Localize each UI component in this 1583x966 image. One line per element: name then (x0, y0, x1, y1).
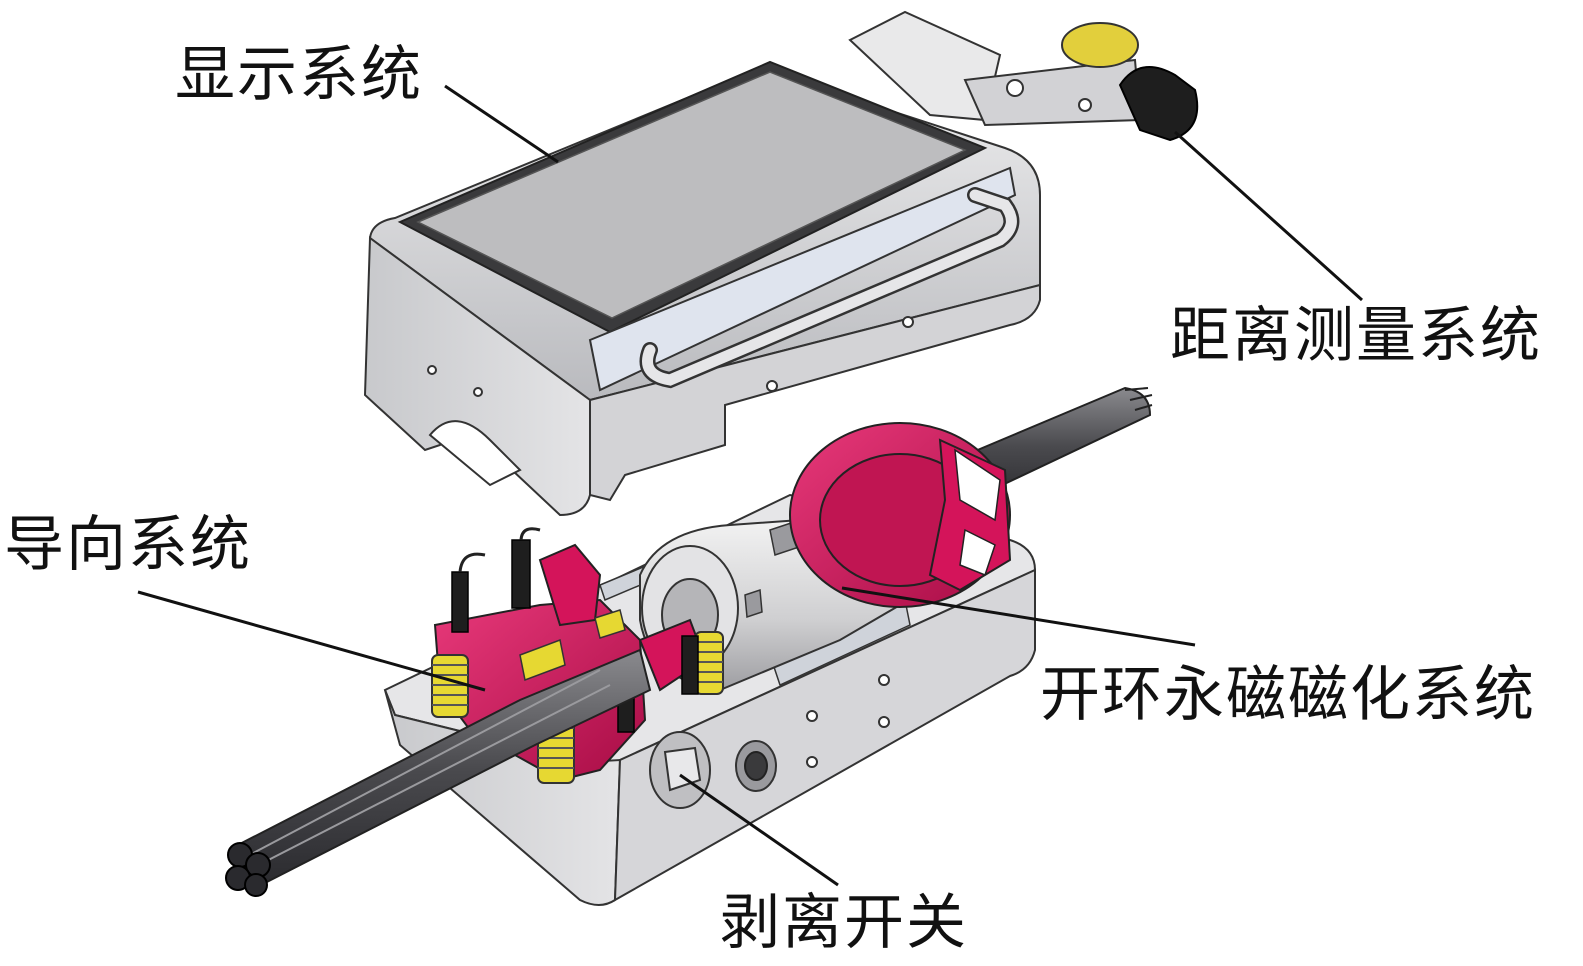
display-unit (363, 10, 1199, 517)
spring-left (431, 654, 469, 718)
cable-end (225, 842, 271, 897)
measuring-wheel (1061, 22, 1139, 68)
label-magnetization-system: 开环永磁磁化系统 (1040, 660, 1536, 730)
guide-post (511, 539, 531, 609)
label-distance-measurement-system: 距离测量系统 (1170, 301, 1542, 371)
upper-housing-side (589, 283, 1041, 502)
release-switch-knob (649, 731, 711, 809)
guide-post (681, 635, 699, 695)
leader-magnet (841, 586, 1196, 647)
lower-housing-side (613, 568, 1036, 902)
leader-distance (1173, 130, 1364, 302)
leader-switch (679, 773, 839, 887)
label-guide-system: 导向系统 (4, 510, 252, 580)
label-display-system: 显示系统 (175, 40, 423, 110)
lower-unit (225, 386, 1153, 906)
leader-display (444, 84, 559, 164)
label-release-switch: 剥离开关 (720, 888, 968, 958)
leader-guide (137, 590, 486, 692)
magnetic-yoke-wheel (789, 422, 1012, 608)
leader-lines (137, 84, 1364, 887)
steel-cable (225, 648, 652, 897)
guide-post (451, 571, 469, 633)
distance-sensor (1118, 66, 1199, 142)
spring-right (694, 631, 724, 695)
connector-socket (735, 740, 777, 792)
display-screen (416, 71, 967, 319)
